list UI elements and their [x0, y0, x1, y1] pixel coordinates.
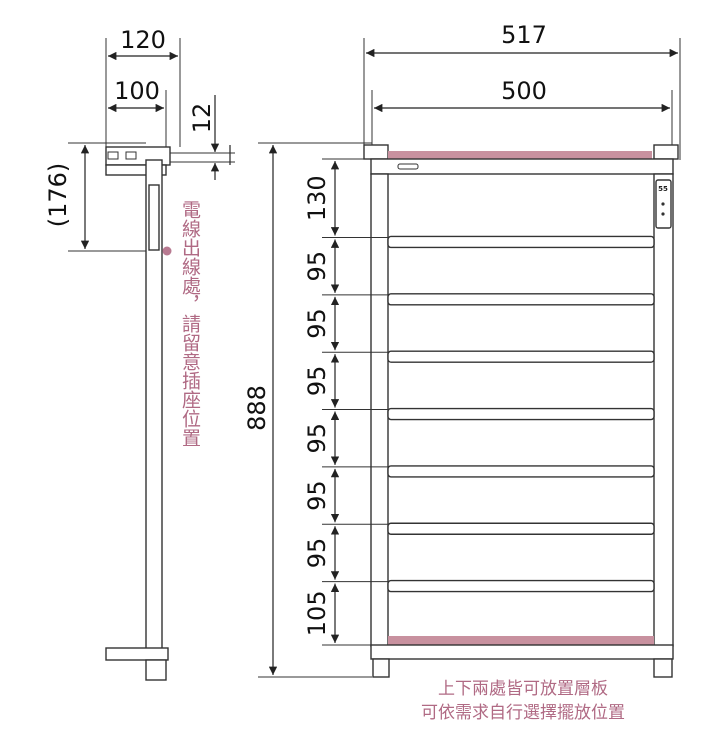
front-view: 55 517 500 888 130 95 95 95 95 95 95 105 上下兩處皆可…: [243, 21, 681, 723]
spacing-label: 95: [303, 423, 331, 454]
side-upper-arm: [105, 164, 167, 176]
dim-side-inner-depth: 100: [114, 77, 160, 105]
side-view: 120 100 12 (176) 電線出線處，請留意插座位置: [44, 26, 235, 681]
front-foot-right: [653, 658, 673, 678]
heating-bar: [387, 235, 655, 249]
heating-bar: [387, 407, 655, 421]
dim-front-total-width: 517: [501, 21, 547, 49]
front-bottom-shelf-bar: [388, 636, 654, 645]
dim-side-outlet-height: (176): [44, 163, 72, 228]
front-right-post: [653, 173, 674, 647]
spacing-label: 105: [303, 590, 331, 636]
heating-bar: [387, 350, 655, 363]
dim-side-total-depth: 120: [120, 26, 166, 54]
front-top-tab-left: [363, 144, 389, 160]
shelf-note-line2: 可依需求自行選擇擺放位置: [421, 703, 625, 723]
outlet-note: 電線出線處，請留意插座位置: [179, 200, 201, 447]
heating-bar: [387, 293, 655, 306]
heating-bars: [387, 235, 655, 593]
control-panel-label: 55: [658, 185, 668, 193]
front-top-tab-right: [653, 144, 679, 160]
spacing-label: 95: [303, 480, 331, 511]
side-control-box: [148, 184, 160, 251]
front-top-rail: [370, 158, 674, 175]
spacing-label: 95: [303, 308, 331, 339]
outlet-dot: [162, 246, 172, 256]
heating-bar: [387, 579, 655, 593]
spacing-label: 95: [303, 538, 331, 569]
shelf-note-line1: 上下兩處皆可放置層板: [438, 679, 608, 699]
spacing-label: 95: [303, 251, 331, 282]
side-bottom-bracket: [105, 647, 169, 661]
power-button-icon: [661, 202, 665, 206]
dim-front-inner-width: 500: [501, 77, 547, 105]
spacing-label: 95: [303, 366, 331, 397]
heating-bar: [387, 522, 655, 535]
heating-bar: [387, 465, 655, 478]
side-bottom-foot: [145, 659, 167, 681]
front-top-shelf-bar: [388, 151, 652, 159]
front-bottom-rail: [370, 644, 674, 660]
spacing-label: 130: [303, 175, 331, 221]
timer-button-icon: [661, 212, 665, 216]
dim-side-wall-gap: 12: [188, 103, 216, 134]
dim-total-height: 888: [243, 385, 271, 431]
front-logo-plate: [397, 163, 419, 170]
spacing-dimension-chain: 130 95 95 95 95 95 95 105: [303, 158, 388, 646]
side-bracket-notch: [125, 151, 137, 160]
side-bracket-notch: [107, 151, 119, 160]
front-foot-left: [372, 658, 390, 678]
